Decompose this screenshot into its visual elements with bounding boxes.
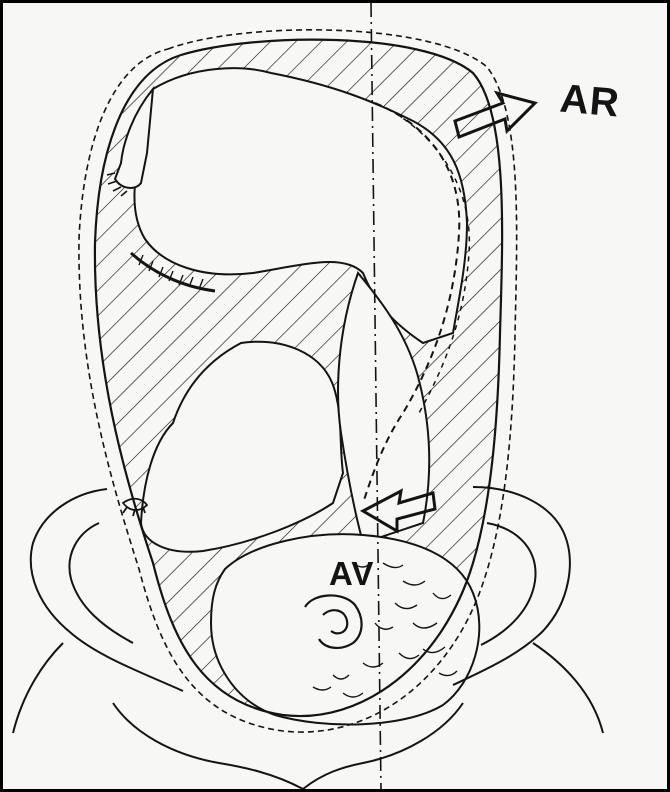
- label-ar: AR: [558, 76, 621, 126]
- label-av: AV: [329, 555, 374, 593]
